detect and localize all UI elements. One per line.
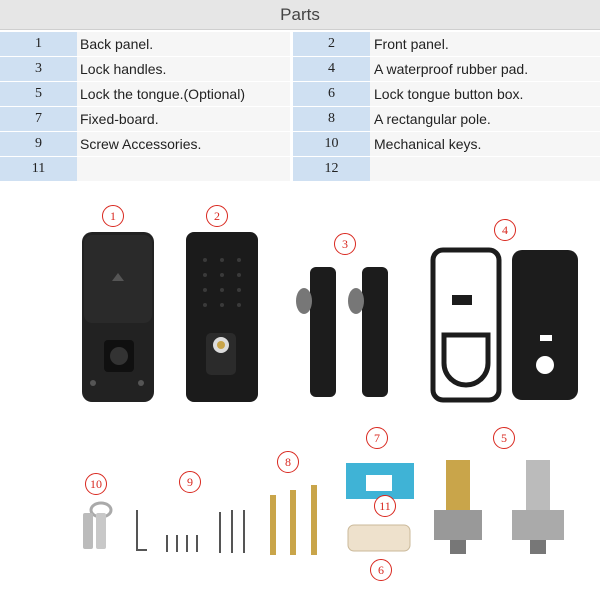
part-number: 2 bbox=[293, 32, 370, 56]
lock-tongue-illustration bbox=[434, 460, 564, 554]
label-6: 6 bbox=[370, 559, 392, 581]
label-11: 11 bbox=[374, 495, 396, 517]
parts-header: Parts bbox=[0, 0, 600, 30]
part-number: 11 bbox=[0, 157, 77, 181]
part-number: 5 bbox=[0, 82, 77, 106]
cell-gap bbox=[290, 157, 293, 181]
part-description bbox=[77, 157, 290, 181]
part-description: Mechanical keys. bbox=[370, 132, 600, 156]
parts-title: Parts bbox=[280, 5, 320, 24]
part-number: 7 bbox=[0, 107, 77, 131]
label-9: 9 bbox=[179, 471, 201, 493]
cell-gap bbox=[290, 132, 293, 156]
label-3: 3 bbox=[334, 233, 356, 255]
label-8: 8 bbox=[277, 451, 299, 473]
part-description: Lock handles. bbox=[77, 57, 290, 81]
label-4: 4 bbox=[494, 219, 516, 241]
label-2: 2 bbox=[206, 205, 228, 227]
rectangular-pole-illustration bbox=[270, 485, 317, 555]
lock-handles-illustration bbox=[296, 267, 388, 397]
parts-row: 11 12 bbox=[0, 157, 600, 181]
front-panel-illustration bbox=[186, 232, 258, 402]
label-7: 7 bbox=[366, 427, 388, 449]
cell-gap bbox=[290, 82, 293, 106]
part-number: 9 bbox=[0, 132, 77, 156]
part-description bbox=[370, 157, 600, 181]
label-5: 5 bbox=[493, 427, 515, 449]
part-description: A waterproof rubber pad. bbox=[370, 57, 600, 81]
back-panel-illustration bbox=[82, 232, 154, 402]
fixed-board-illustration bbox=[346, 463, 414, 499]
part-number: 1 bbox=[0, 32, 77, 56]
part-description: A rectangular pole. bbox=[370, 107, 600, 131]
part-number: 12 bbox=[293, 157, 370, 181]
part-number: 10 bbox=[293, 132, 370, 156]
part-description: Front panel. bbox=[370, 32, 600, 56]
part-number: 6 bbox=[293, 82, 370, 106]
cell-gap bbox=[290, 32, 293, 56]
part-description: Screw Accessories. bbox=[77, 132, 290, 156]
part-description: Lock the tongue.(Optional) bbox=[77, 82, 290, 106]
cell-gap bbox=[290, 57, 293, 81]
button-box-illustration bbox=[347, 524, 411, 552]
parts-photo: 1 2 3 4 5 6 7 8 9 10 11 bbox=[0, 195, 600, 600]
mechanical-keys-illustration bbox=[83, 501, 113, 549]
part-description: Lock tongue button box. bbox=[370, 82, 600, 106]
parts-illustration bbox=[82, 232, 578, 555]
part-number: 8 bbox=[293, 107, 370, 131]
part-description: Fixed-board. bbox=[77, 107, 290, 131]
cell-gap bbox=[290, 107, 293, 131]
part-number: 4 bbox=[293, 57, 370, 81]
screw-accessories-illustration bbox=[136, 510, 245, 553]
label-10: 10 bbox=[85, 473, 107, 495]
part-description: Back panel. bbox=[77, 32, 290, 56]
label-1: 1 bbox=[102, 205, 124, 227]
rubber-pad-illustration bbox=[430, 247, 578, 403]
part-number: 3 bbox=[0, 57, 77, 81]
